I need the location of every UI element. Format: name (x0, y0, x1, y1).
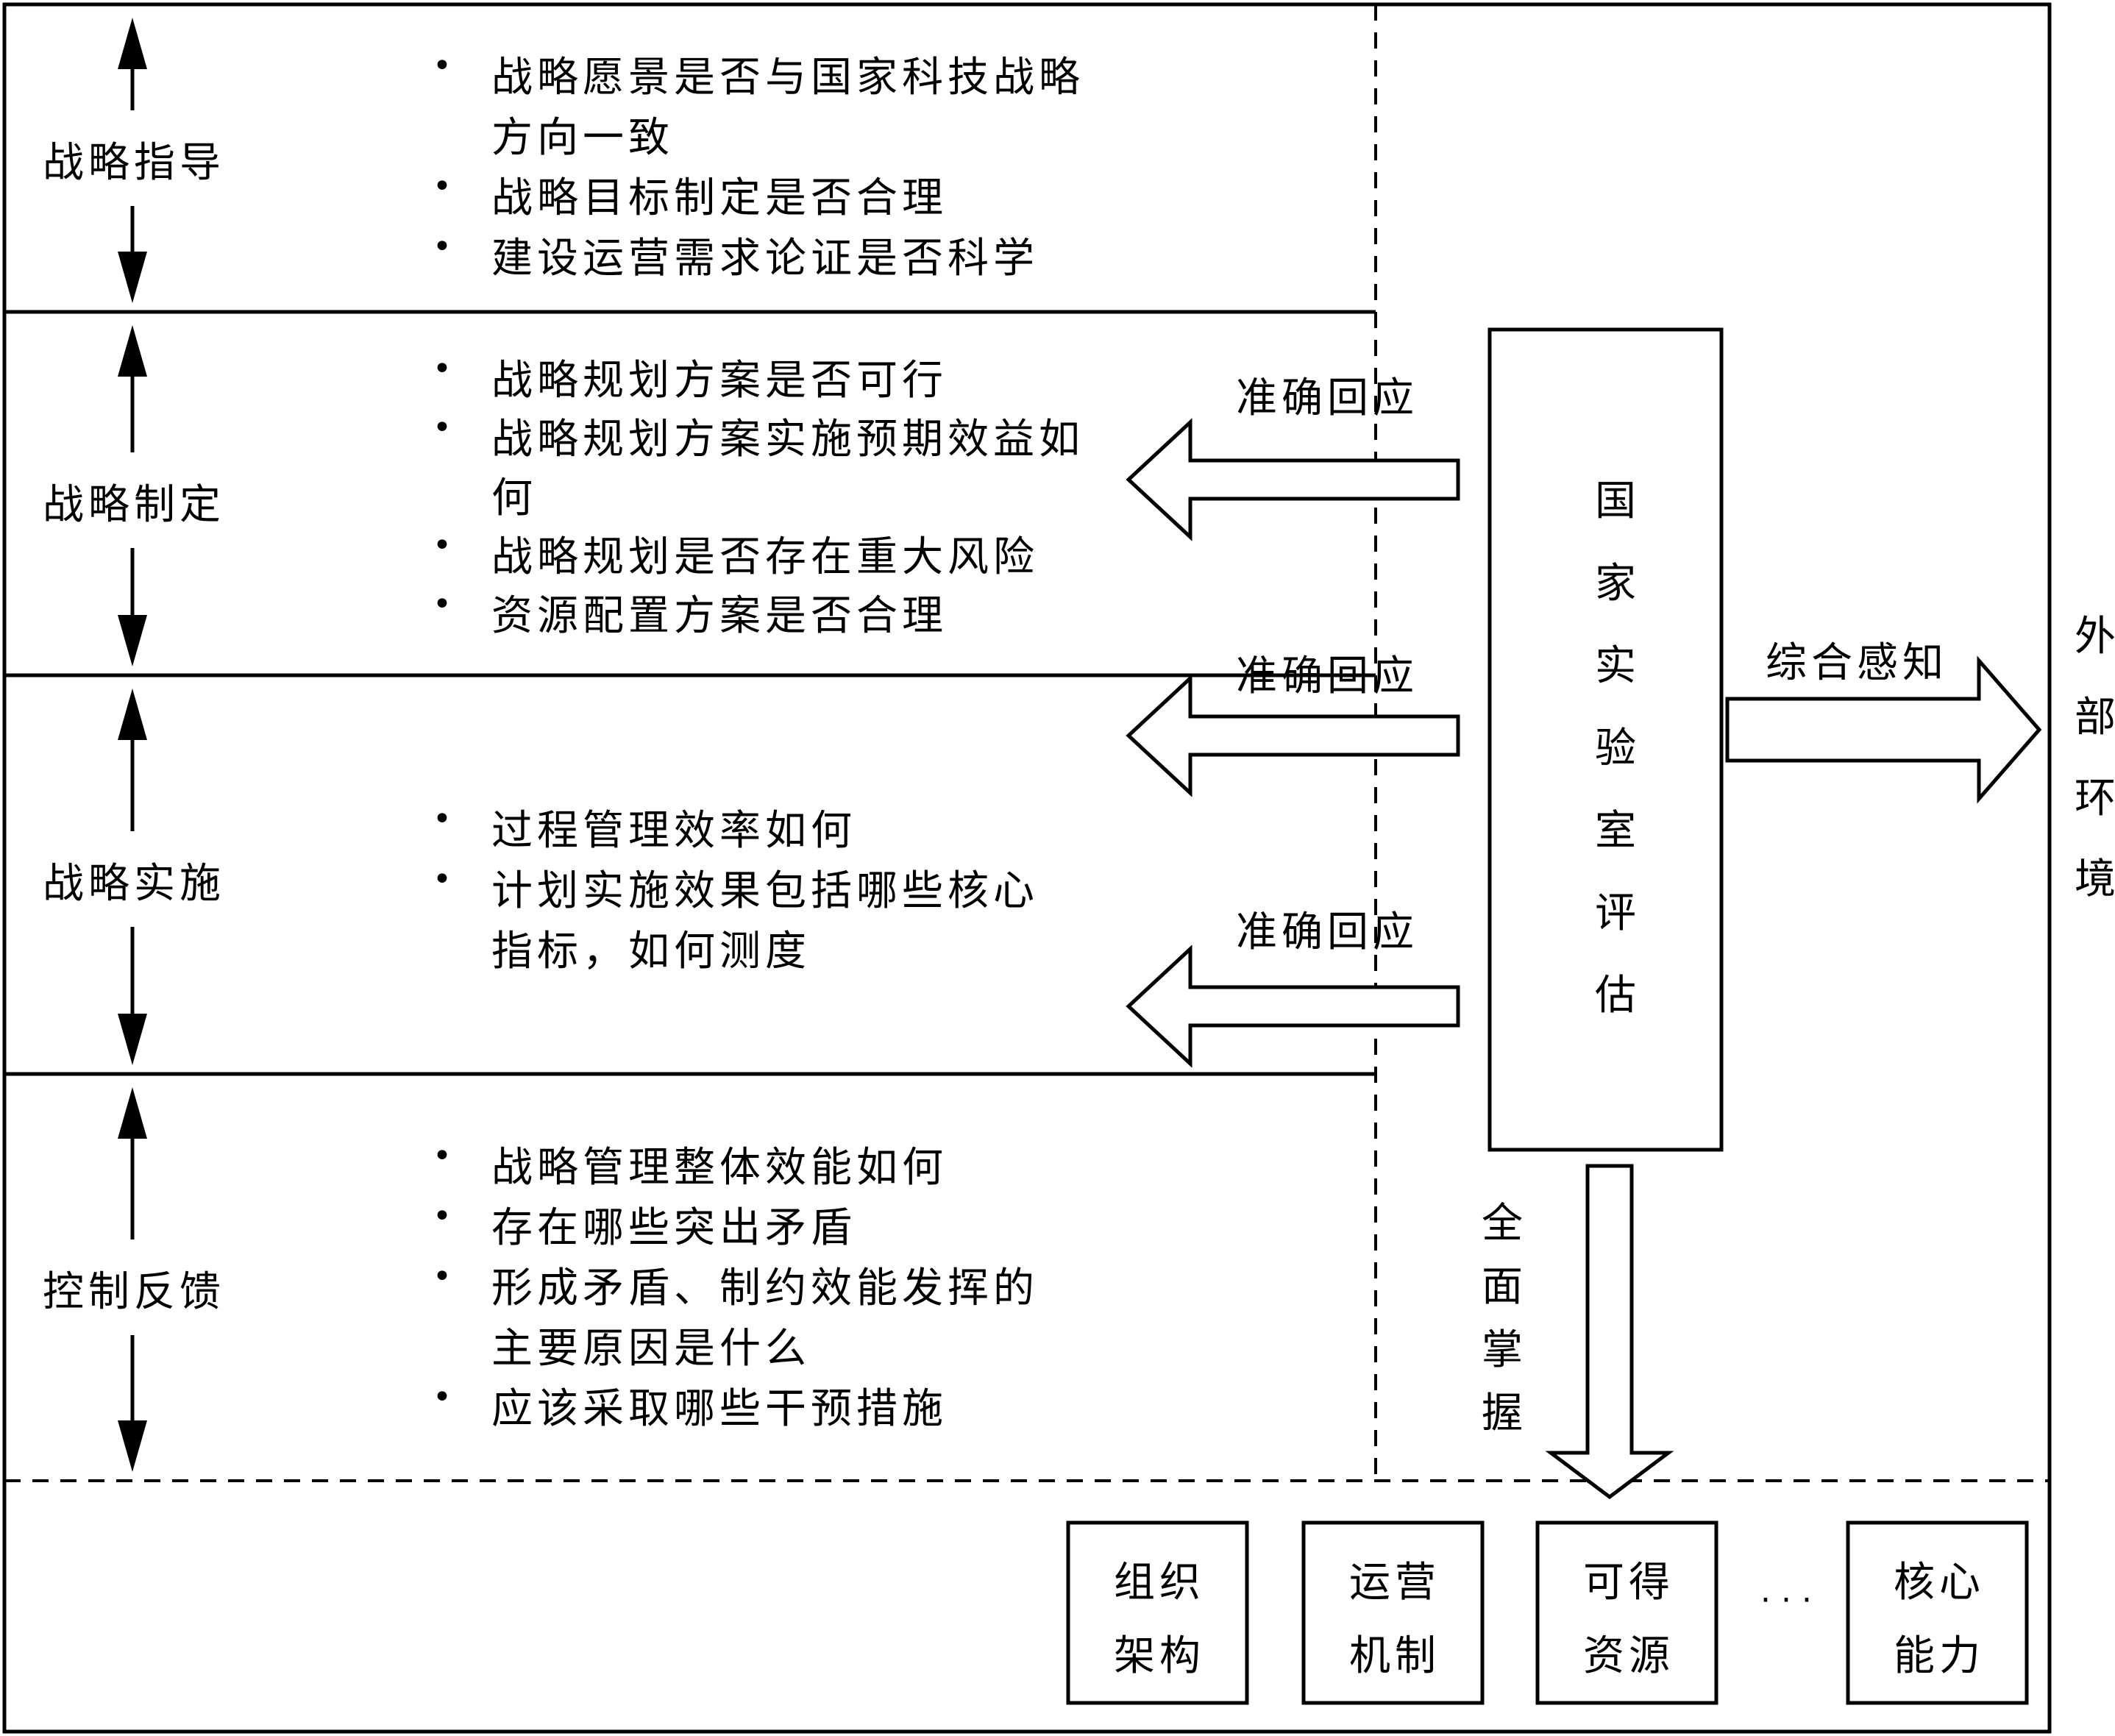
capability-box (1846, 1520, 2029, 1705)
capability-box (1301, 1520, 1485, 1705)
capability-box-line2: 架构 (1114, 1632, 1205, 1680)
center-box-char: 估 (1595, 972, 1636, 1020)
bullet-dot: • (433, 800, 452, 838)
center-box-char: 国 (1595, 477, 1636, 525)
external-env-char: 部 (2075, 694, 2115, 741)
bullet-text: 方向一致 (491, 114, 674, 162)
capability-box-line1: 核心 (1894, 1559, 1985, 1607)
center-evaluation-box (1487, 327, 1724, 1152)
center-box-char: 实 (1595, 642, 1636, 690)
left-response-arrow (1126, 674, 1460, 797)
bullet-text: 战略愿景是否与国家科技战略 (491, 54, 1084, 102)
bullet-dot: • (433, 350, 452, 388)
external-env-char: 境 (2075, 855, 2115, 903)
response-label: 准确回应 (1236, 908, 1418, 956)
capability-box-line2: 资源 (1583, 1632, 1674, 1680)
center-box-char: 家 (1595, 560, 1636, 608)
down-arrowhead (118, 615, 147, 666)
bullet-text: 过程管理效率如何 (491, 807, 856, 855)
bullet-text: 形成矛盾、制约效能发挥的 (491, 1264, 1039, 1312)
bullet-dot: • (433, 1198, 452, 1235)
bullet-dot: • (433, 861, 452, 898)
bullet-dot: • (433, 409, 452, 447)
down-grasp-arrow (1545, 1164, 1674, 1500)
external-env-char: 环 (2075, 775, 2115, 822)
bullet-text: 何 (491, 474, 537, 522)
bullet-text: 建设运营需求论证是否科学 (491, 235, 1039, 282)
capability-box-line1: 组织 (1114, 1559, 1205, 1607)
capability-box (1066, 1520, 1249, 1705)
ellipsis: · · · (1760, 1582, 1812, 1619)
up-arrowhead (118, 18, 147, 69)
stage-label: 控制反馈 (43, 1268, 225, 1316)
stage-label: 战略实施 (43, 860, 225, 908)
down-arrowhead (118, 1420, 147, 1472)
capability-box (1535, 1520, 1718, 1705)
capability-box-line2: 能力 (1894, 1632, 1985, 1680)
response-label: 准确回应 (1236, 652, 1418, 700)
bullet-dot: • (433, 1258, 452, 1295)
grasp-label-char: 掌 (1482, 1326, 1523, 1374)
bullet-dot: • (433, 527, 452, 564)
bullet-dot: • (433, 168, 452, 205)
bullet-text: 战略规划方案是否可行 (491, 357, 948, 405)
capability-box-line2: 机制 (1349, 1632, 1440, 1680)
grasp-label-char: 全 (1482, 1200, 1523, 1248)
grasp-label-char: 面 (1482, 1263, 1523, 1311)
bullet-dot: • (433, 47, 452, 85)
bullet-text: 战略管理整体效能如何 (491, 1144, 948, 1192)
bullet-text: 存在哪些突出矛盾 (491, 1204, 856, 1252)
response-label: 准确回应 (1236, 374, 1418, 422)
capability-box-line1: 可得 (1583, 1559, 1674, 1607)
bullet-dot: • (433, 1137, 452, 1175)
down-arrowhead (118, 252, 147, 303)
bullet-text: 应该采取哪些干预措施 (491, 1385, 948, 1433)
bullet-text: 指标，如何测度 (491, 928, 811, 975)
capability-box-line1: 运营 (1349, 1559, 1440, 1607)
center-box-char: 评 (1595, 889, 1636, 937)
left-response-arrow (1126, 418, 1460, 541)
outer-frame (2, 2, 2052, 1734)
down-arrowhead (118, 1014, 147, 1065)
up-arrowhead (118, 1087, 147, 1139)
external-env-char: 外 (2075, 613, 2115, 661)
bullet-text: 战略规划是否存在重大风险 (491, 533, 1039, 581)
perception-label: 综合感知 (1766, 639, 1948, 687)
up-arrowhead (118, 689, 147, 740)
bullet-text: 计划实施效果包括哪些核心 (491, 867, 1039, 915)
center-box-char: 验 (1595, 725, 1636, 772)
grasp-label-char: 握 (1482, 1390, 1523, 1437)
bullet-dot: • (433, 228, 452, 266)
stage-label: 战略指导 (43, 139, 225, 187)
center-box-char: 室 (1595, 807, 1636, 855)
left-response-arrow (1126, 945, 1460, 1068)
bullet-dot: • (433, 586, 452, 623)
stage-label: 战略制定 (43, 481, 225, 529)
right-perception-arrow (1725, 655, 2042, 804)
up-arrowhead (118, 325, 147, 377)
bullet-text: 主要原因是什么 (491, 1325, 811, 1373)
bullet-text: 战略目标制定是否合理 (491, 174, 948, 222)
bullet-text: 资源配置方案是否合理 (491, 592, 948, 640)
bullet-dot: • (433, 1379, 452, 1416)
bullet-text: 战略规划方案实施预期效益如 (491, 416, 1084, 463)
